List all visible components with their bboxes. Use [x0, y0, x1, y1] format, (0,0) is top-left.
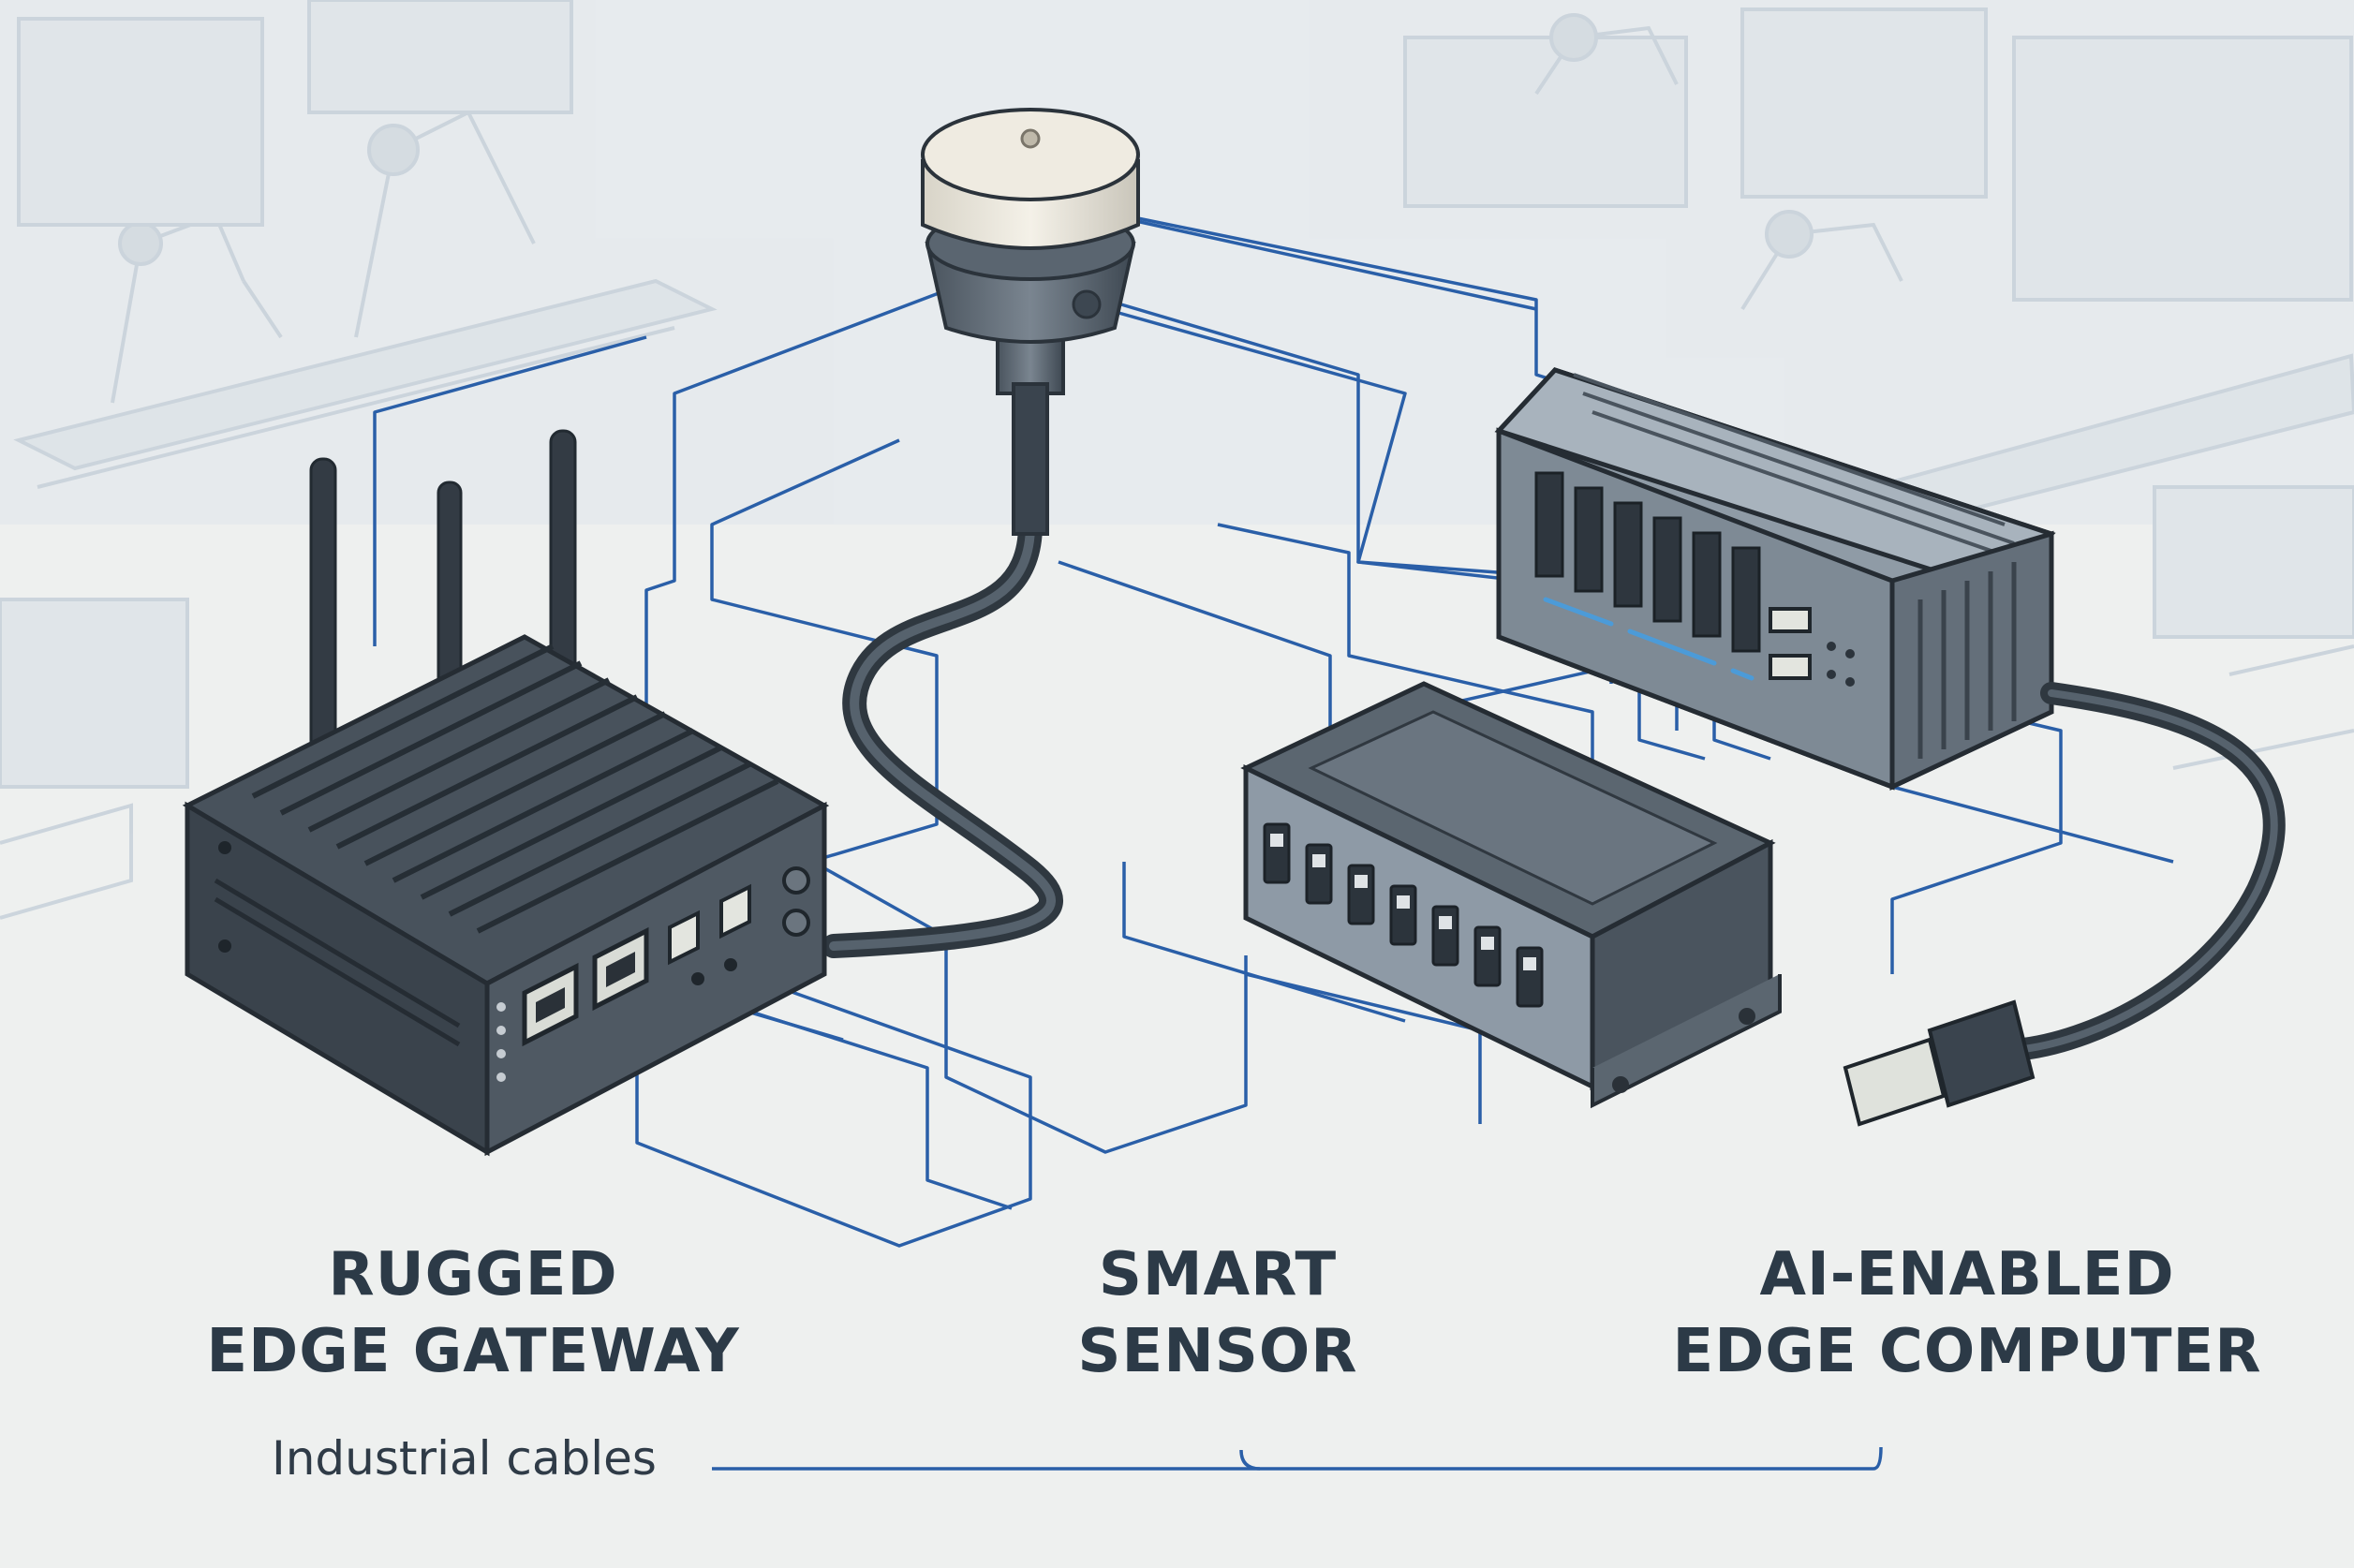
- computer-label: AI-ENABLED EDGE COMPUTER: [1649, 1236, 2286, 1390]
- gateway-label-line1: RUGGED: [328, 1240, 618, 1309]
- drive-bay-icons: [1534, 471, 1761, 653]
- status-led-icons: [496, 1002, 506, 1082]
- gateway-label-line2: EDGE GATEWAY: [206, 1317, 740, 1386]
- antenna-icons: [309, 429, 577, 770]
- ethernet-port-icons: [522, 926, 649, 1047]
- sensor-label-line2: SENSOR: [1077, 1317, 1358, 1386]
- cables-caption: Industrial cables: [272, 1431, 657, 1486]
- cables-bracket: [712, 1446, 1883, 1471]
- smart-sensor-puck: [822, 108, 1140, 958]
- sensor-label-line1: SMART: [1098, 1240, 1338, 1309]
- rugged-edge-gateway: [182, 429, 830, 1157]
- computer-label-line2: EDGE COMPUTER: [1672, 1317, 2262, 1386]
- usb-port-icons: [1769, 607, 1812, 680]
- led-strip: [1543, 597, 1754, 681]
- factory-background: [0, 0, 2354, 920]
- usb-cable: [1843, 682, 2286, 1127]
- smart-sensor-module: [1240, 681, 1782, 1109]
- ai-edge-computer: [1494, 367, 2056, 791]
- computer-label-line1: AI-ENABLED: [1759, 1240, 2175, 1309]
- gateway-label: RUGGED EDGE GATEWAY: [169, 1236, 777, 1390]
- usb-port-icons: [668, 883, 751, 966]
- sensor-label: SMART SENSOR: [1030, 1236, 1405, 1390]
